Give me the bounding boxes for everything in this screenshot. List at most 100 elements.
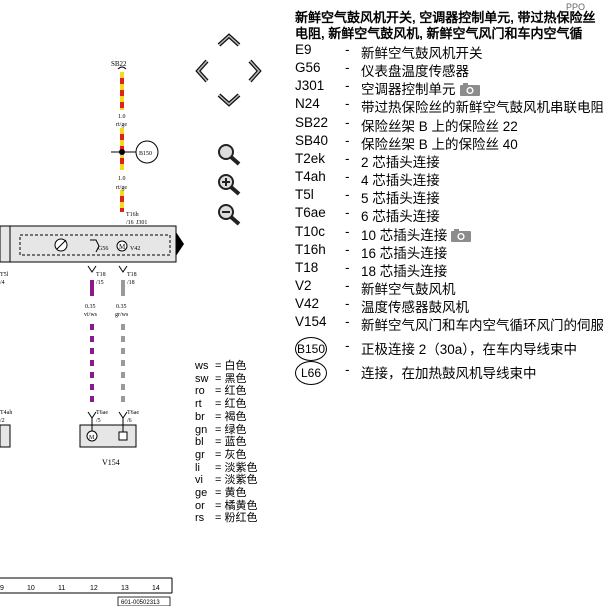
color-code-eq: =: [215, 410, 225, 423]
legend-code: E9: [295, 42, 312, 57]
connector-t18-a-pin: /15: [96, 280, 104, 286]
legend-desc: 新鲜空气鼓风机: [361, 278, 456, 298]
wire-size-left: 0.35: [85, 304, 96, 310]
nav-up-icon[interactable]: [216, 32, 242, 48]
connector-t6ae-a-pin: /5: [96, 418, 101, 424]
camera-icon[interactable]: [459, 83, 480, 97]
wire-color-left: vi/ws: [84, 312, 98, 318]
color-code-value: 白色: [224, 360, 247, 372]
color-code-eq: =: [215, 512, 225, 525]
wire-size-mid: 1.0: [118, 176, 126, 182]
legend-desc: 保险丝架 B 上的保险丝 40: [361, 133, 518, 153]
connector-t18-b-pin: /18: [127, 280, 135, 286]
circle-legend-symbol: L66: [295, 361, 327, 385]
color-code-row: gn= 绿色: [195, 424, 246, 436]
legend-dash: -: [345, 241, 350, 257]
color-code-row: bl= 蓝色: [195, 436, 246, 448]
color-code-value: 橘黄色: [224, 499, 258, 512]
nav-left-icon[interactable]: [193, 58, 211, 84]
color-code-key: ge: [195, 487, 208, 499]
legend-dash: -: [345, 150, 350, 166]
connector-t16h-pin: /16: [126, 220, 134, 226]
color-code-eq: =: [215, 499, 225, 512]
connector-t6ae-b-pin: /6: [127, 418, 132, 424]
legend-title-line2: 电阻, 新鲜空气鼓风机, 新鲜空气风门和车内空气循: [295, 26, 583, 41]
legend-dash: -: [345, 314, 350, 330]
v42-label: V42: [130, 246, 140, 252]
legend-desc-text: 6 芯插头连接: [361, 209, 440, 225]
color-code-eq: =: [215, 360, 225, 372]
nav-right-icon[interactable]: [246, 58, 264, 84]
zoom-in-icon[interactable]: [216, 172, 242, 196]
legend-code: T5l: [295, 187, 314, 203]
color-code-eq: =: [215, 461, 225, 474]
legend-desc-text: 新鲜空气鼓风机: [361, 281, 456, 297]
legend-desc-text: 16 芯插头连接: [361, 245, 448, 261]
color-code-row: gr= 灰色: [195, 449, 246, 461]
grid-number: 11: [58, 585, 65, 592]
wire-size-right: 0.35: [116, 304, 127, 310]
legend-code: J301: [295, 78, 325, 94]
legend-desc: 温度传感器鼓风机: [361, 296, 469, 316]
color-code-value: 黑色: [224, 372, 247, 385]
legend-title-line1: 新鲜空气鼓风机开关, 空调器控制单元, 带过热保险丝: [295, 10, 596, 25]
color-code-eq: =: [215, 448, 225, 461]
legend-code: T2ek: [295, 150, 326, 166]
legend-desc-text: 带过热保险丝的新鲜空气鼓风机串联电阻: [361, 100, 603, 116]
legend-desc: 新鲜空气鼓风机开关: [361, 42, 483, 62]
legend-desc-text: 新鲜空气风门和车内空气循环风门的伺服: [361, 318, 603, 334]
circle-legend-desc: 正极连接 2（30a），在车内导线束中: [361, 342, 578, 357]
fuse-label: SB22: [111, 60, 127, 68]
wire-color-right: gr/ws: [115, 312, 129, 318]
legend-code: T18: [295, 259, 319, 275]
legend-desc: 新鲜空气风门和车内空气循环风门的伺服: [361, 314, 603, 334]
legend-dash: -: [345, 362, 350, 377]
legend-desc: 6 芯插头连接: [361, 205, 440, 225]
legend-code: T10c: [295, 223, 326, 239]
legend-code: T16h: [295, 241, 326, 257]
color-code-eq: =: [215, 398, 225, 411]
connector-t6ae-b: T6ae: [127, 410, 139, 416]
camera-icon[interactable]: [451, 228, 472, 242]
color-code-key: ws: [195, 360, 209, 372]
legend-desc: 仪表盘温度传感器: [361, 60, 469, 80]
color-code-row: vi= 淡紫色: [195, 474, 257, 486]
color-code-eq: =: [215, 474, 225, 487]
node-b150-label: B150: [139, 151, 152, 157]
legend-code: T6ae: [295, 205, 326, 221]
legend-desc: 带过热保险丝的新鲜空气鼓风机串联电阻: [361, 96, 603, 116]
legend-dash: -: [345, 96, 350, 112]
legend-desc: 16 芯插头连接: [361, 242, 447, 262]
color-code-row: rt= 红色: [195, 398, 246, 410]
grid-number: 10: [27, 585, 35, 592]
legend-desc-text: 温度传感器鼓风机: [361, 300, 469, 316]
color-code-row: ws = 白色: [195, 360, 246, 372]
motor-symbol: M: [89, 435, 95, 441]
legend-desc-text: 仪表盘温度传感器: [361, 64, 469, 80]
legend-desc: 保险丝架 B 上的保险丝 22: [361, 115, 518, 135]
legend-code: V42: [295, 296, 320, 312]
ref-code-box: [117, 596, 171, 606]
legend-desc-text: 5 芯插头连接: [361, 191, 440, 207]
color-code-row: li= 淡紫色: [195, 462, 257, 474]
zoom-icon[interactable]: [216, 142, 242, 166]
color-code-row: sw= 黑色: [195, 373, 246, 385]
legend-desc: 4 芯插头连接: [361, 169, 440, 189]
color-code-value: 蓝色: [224, 436, 247, 449]
legend-dash: -: [345, 296, 350, 312]
circle-legend-symbol: B150: [295, 337, 327, 361]
legend-dash: -: [345, 169, 350, 185]
color-code-key: gr: [195, 448, 205, 461]
wire-color-top: rt/ge: [116, 122, 127, 128]
legend-desc: 5 芯插头连接: [361, 187, 440, 207]
legend-dash: -: [345, 42, 350, 57]
connector-t18-b: T18: [127, 272, 137, 278]
legend-desc-text: 18 芯插头连接: [361, 263, 448, 279]
legend-dash: -: [345, 60, 350, 76]
zoom-out-icon[interactable]: [216, 202, 242, 226]
g56-label: G56: [98, 246, 108, 252]
color-code-eq: =: [215, 423, 225, 436]
nav-down-icon[interactable]: [216, 92, 242, 108]
legend-desc-text: 新鲜空气鼓风机开关: [361, 46, 483, 61]
